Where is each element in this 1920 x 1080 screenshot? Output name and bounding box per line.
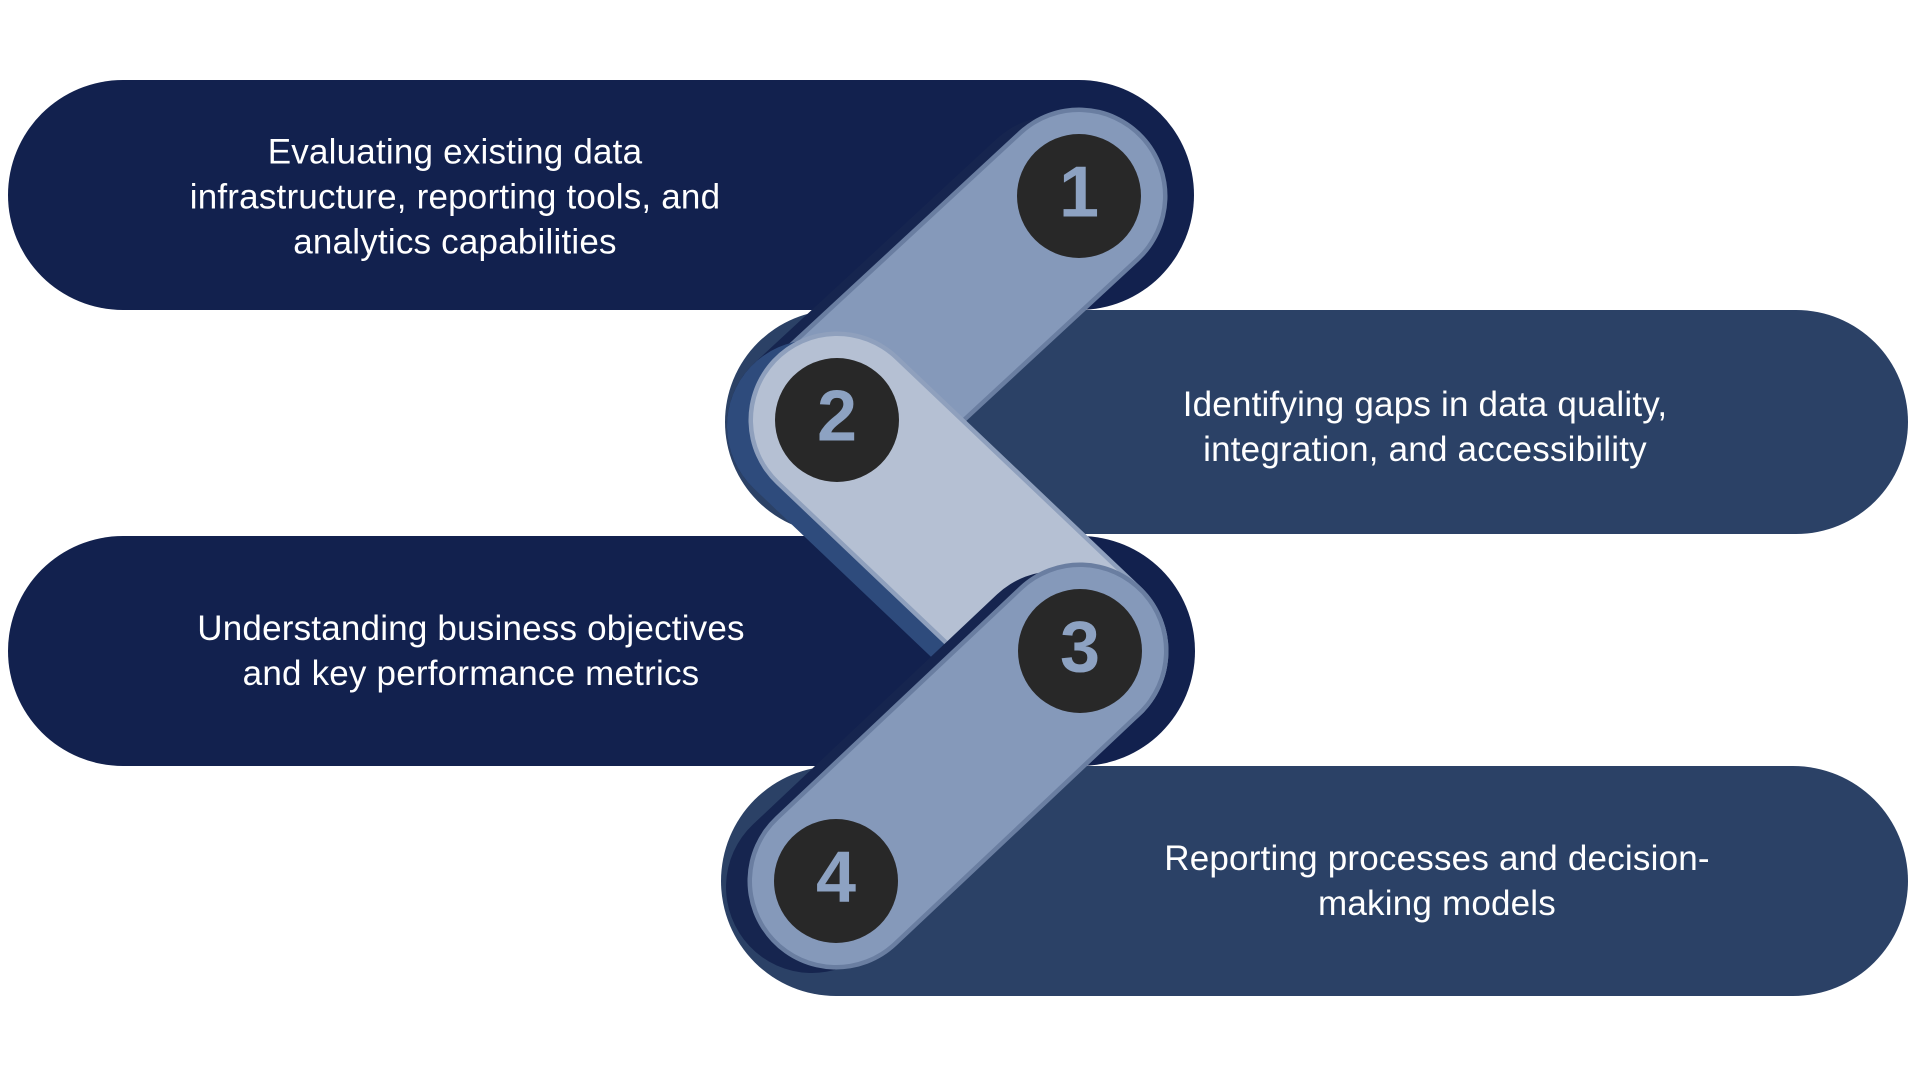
step2-label: Identifying gaps in data quality, integr… bbox=[1182, 385, 1668, 469]
step1-number-badge bbox=[1017, 134, 1141, 258]
step4-label: Reporting processes and decision- making… bbox=[1164, 839, 1710, 923]
step1-number: 1 bbox=[1058, 152, 1100, 233]
step2-number-badge bbox=[775, 358, 899, 482]
step3-number-badge bbox=[1018, 589, 1142, 713]
step4-number: 4 bbox=[815, 837, 857, 918]
step4-number-badge bbox=[774, 819, 898, 943]
step3-number: 3 bbox=[1059, 607, 1101, 688]
step1-label: Evaluating existing data infrastructure,… bbox=[189, 132, 721, 262]
step3-label: Understanding business objectives and ke… bbox=[197, 609, 745, 693]
step2-number: 2 bbox=[816, 376, 858, 457]
